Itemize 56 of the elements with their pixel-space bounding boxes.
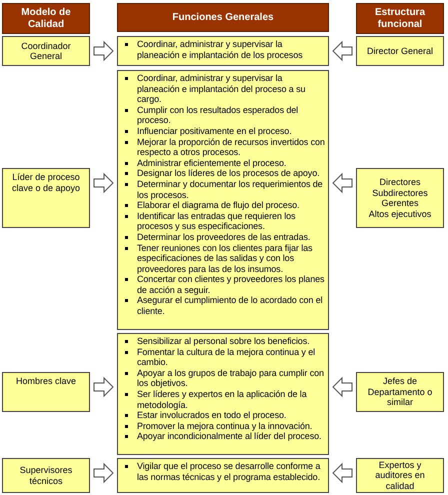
role-box — [356, 458, 444, 493]
column-header: Funciones Generales — [117, 3, 329, 32]
bullet-text: Cumplir con los resultados esperados del proceso. — [137, 104, 300, 126]
block-arrow — [94, 40, 114, 62]
bullet-text: Administrar eficientemente el proceso. — [137, 158, 286, 168]
role-box — [356, 372, 444, 412]
role-label: Subdirectores — [372, 188, 428, 198]
role-label: Jefes de Departamento o similar — [366, 376, 434, 408]
bullet-text: Promover la mejora continua y la innovación. — [137, 420, 312, 432]
bullet-text: Determinar y documentar los requerimientos de los procesos. — [137, 178, 324, 200]
bullet-text: Mejorar la proporción de recursos invertidos con respecto a otros procesos. — [137, 136, 325, 158]
block-arrow — [94, 376, 114, 398]
bullet-text: Ser líderes y expertos en la aplicación de la metodología. — [137, 388, 308, 410]
bullet-text: Identificar las entradas que requieren los procesos y sus especificaciones. — [137, 210, 296, 232]
function-list-box — [117, 70, 329, 330]
bullet-text: Concertar con clientes y proveedores los planes de acción a seguir. — [137, 274, 325, 296]
bullet-text: Coordinar, administrar y supervisar la planeación e implantación de los procesos — [137, 39, 304, 60]
role-box — [356, 168, 444, 228]
role-box — [2, 168, 90, 228]
role-label: Altos ejecutivos — [368, 208, 432, 219]
block-arrow — [332, 462, 352, 484]
role-label: Gerentes — [381, 198, 419, 208]
block-arrow — [332, 376, 352, 398]
bullet-text: Estar involucrados en todo el proceso. — [137, 410, 286, 421]
bullet-text: Vigilar que el proceso se desarrolle conforme a las normas técnicas y el programa establecido. — [137, 461, 322, 482]
role-label: Líder de proceso clave o de apoyo — [10, 172, 82, 193]
bullet-text: Apoyar a los grupos de trabajo para cumplir con los objetivos. — [137, 368, 325, 389]
bullet-text: Sensibilizar al personal sobre los beneficios. — [137, 336, 310, 347]
block-arrow — [94, 172, 114, 194]
role-label: Expertos y auditores en calidad — [374, 460, 426, 492]
role-label: Supervisores técnicos — [18, 465, 74, 486]
bullet-text: Coordinar, administrar y supervisar la planeación e implantación del proceso a su cargo. — [137, 73, 306, 105]
bullet-text: Apoyar incondicionalmente al líder del proceso. — [137, 431, 322, 442]
column-header: Modelo de Calidad — [2, 3, 90, 34]
role-label: Hombres clave — [16, 376, 76, 386]
block-arrow — [332, 172, 352, 194]
role-label: Director General — [366, 46, 434, 56]
bullet-text: Fomentar la cultura de la mejora continua y el cambio. — [137, 346, 316, 368]
block-arrow — [94, 462, 114, 484]
role-box — [356, 36, 444, 66]
column-header: Estructura funcional — [356, 3, 444, 34]
bullet-text: Influenciar positivamente en el proceso. — [137, 126, 292, 137]
role-box — [2, 36, 90, 66]
bullet-text: Asegurar el cumplimiento de lo acordado con el cliente. — [137, 295, 324, 317]
bullet-text: Elaborar el diagrama de flujo del proceso. — [137, 200, 300, 211]
role-box — [2, 458, 90, 493]
function-list-box — [117, 36, 329, 66]
bullet-text: Tener reuniones con los clientes para fijar las especificaciones de las salidas y con los proveedores para las de los insumos. — [137, 242, 314, 274]
function-list-box — [117, 333, 329, 455]
role-label: Coordinador General — [20, 40, 72, 62]
bullet-text: Designar los líderes de los procesos de apoyo. — [137, 168, 320, 179]
role-label: Directores — [379, 177, 420, 188]
block-arrow — [332, 40, 352, 62]
role-box — [2, 372, 90, 412]
function-list-box — [117, 458, 329, 493]
bullet-text: Determinar los proveedores de las entradas. — [137, 232, 310, 242]
